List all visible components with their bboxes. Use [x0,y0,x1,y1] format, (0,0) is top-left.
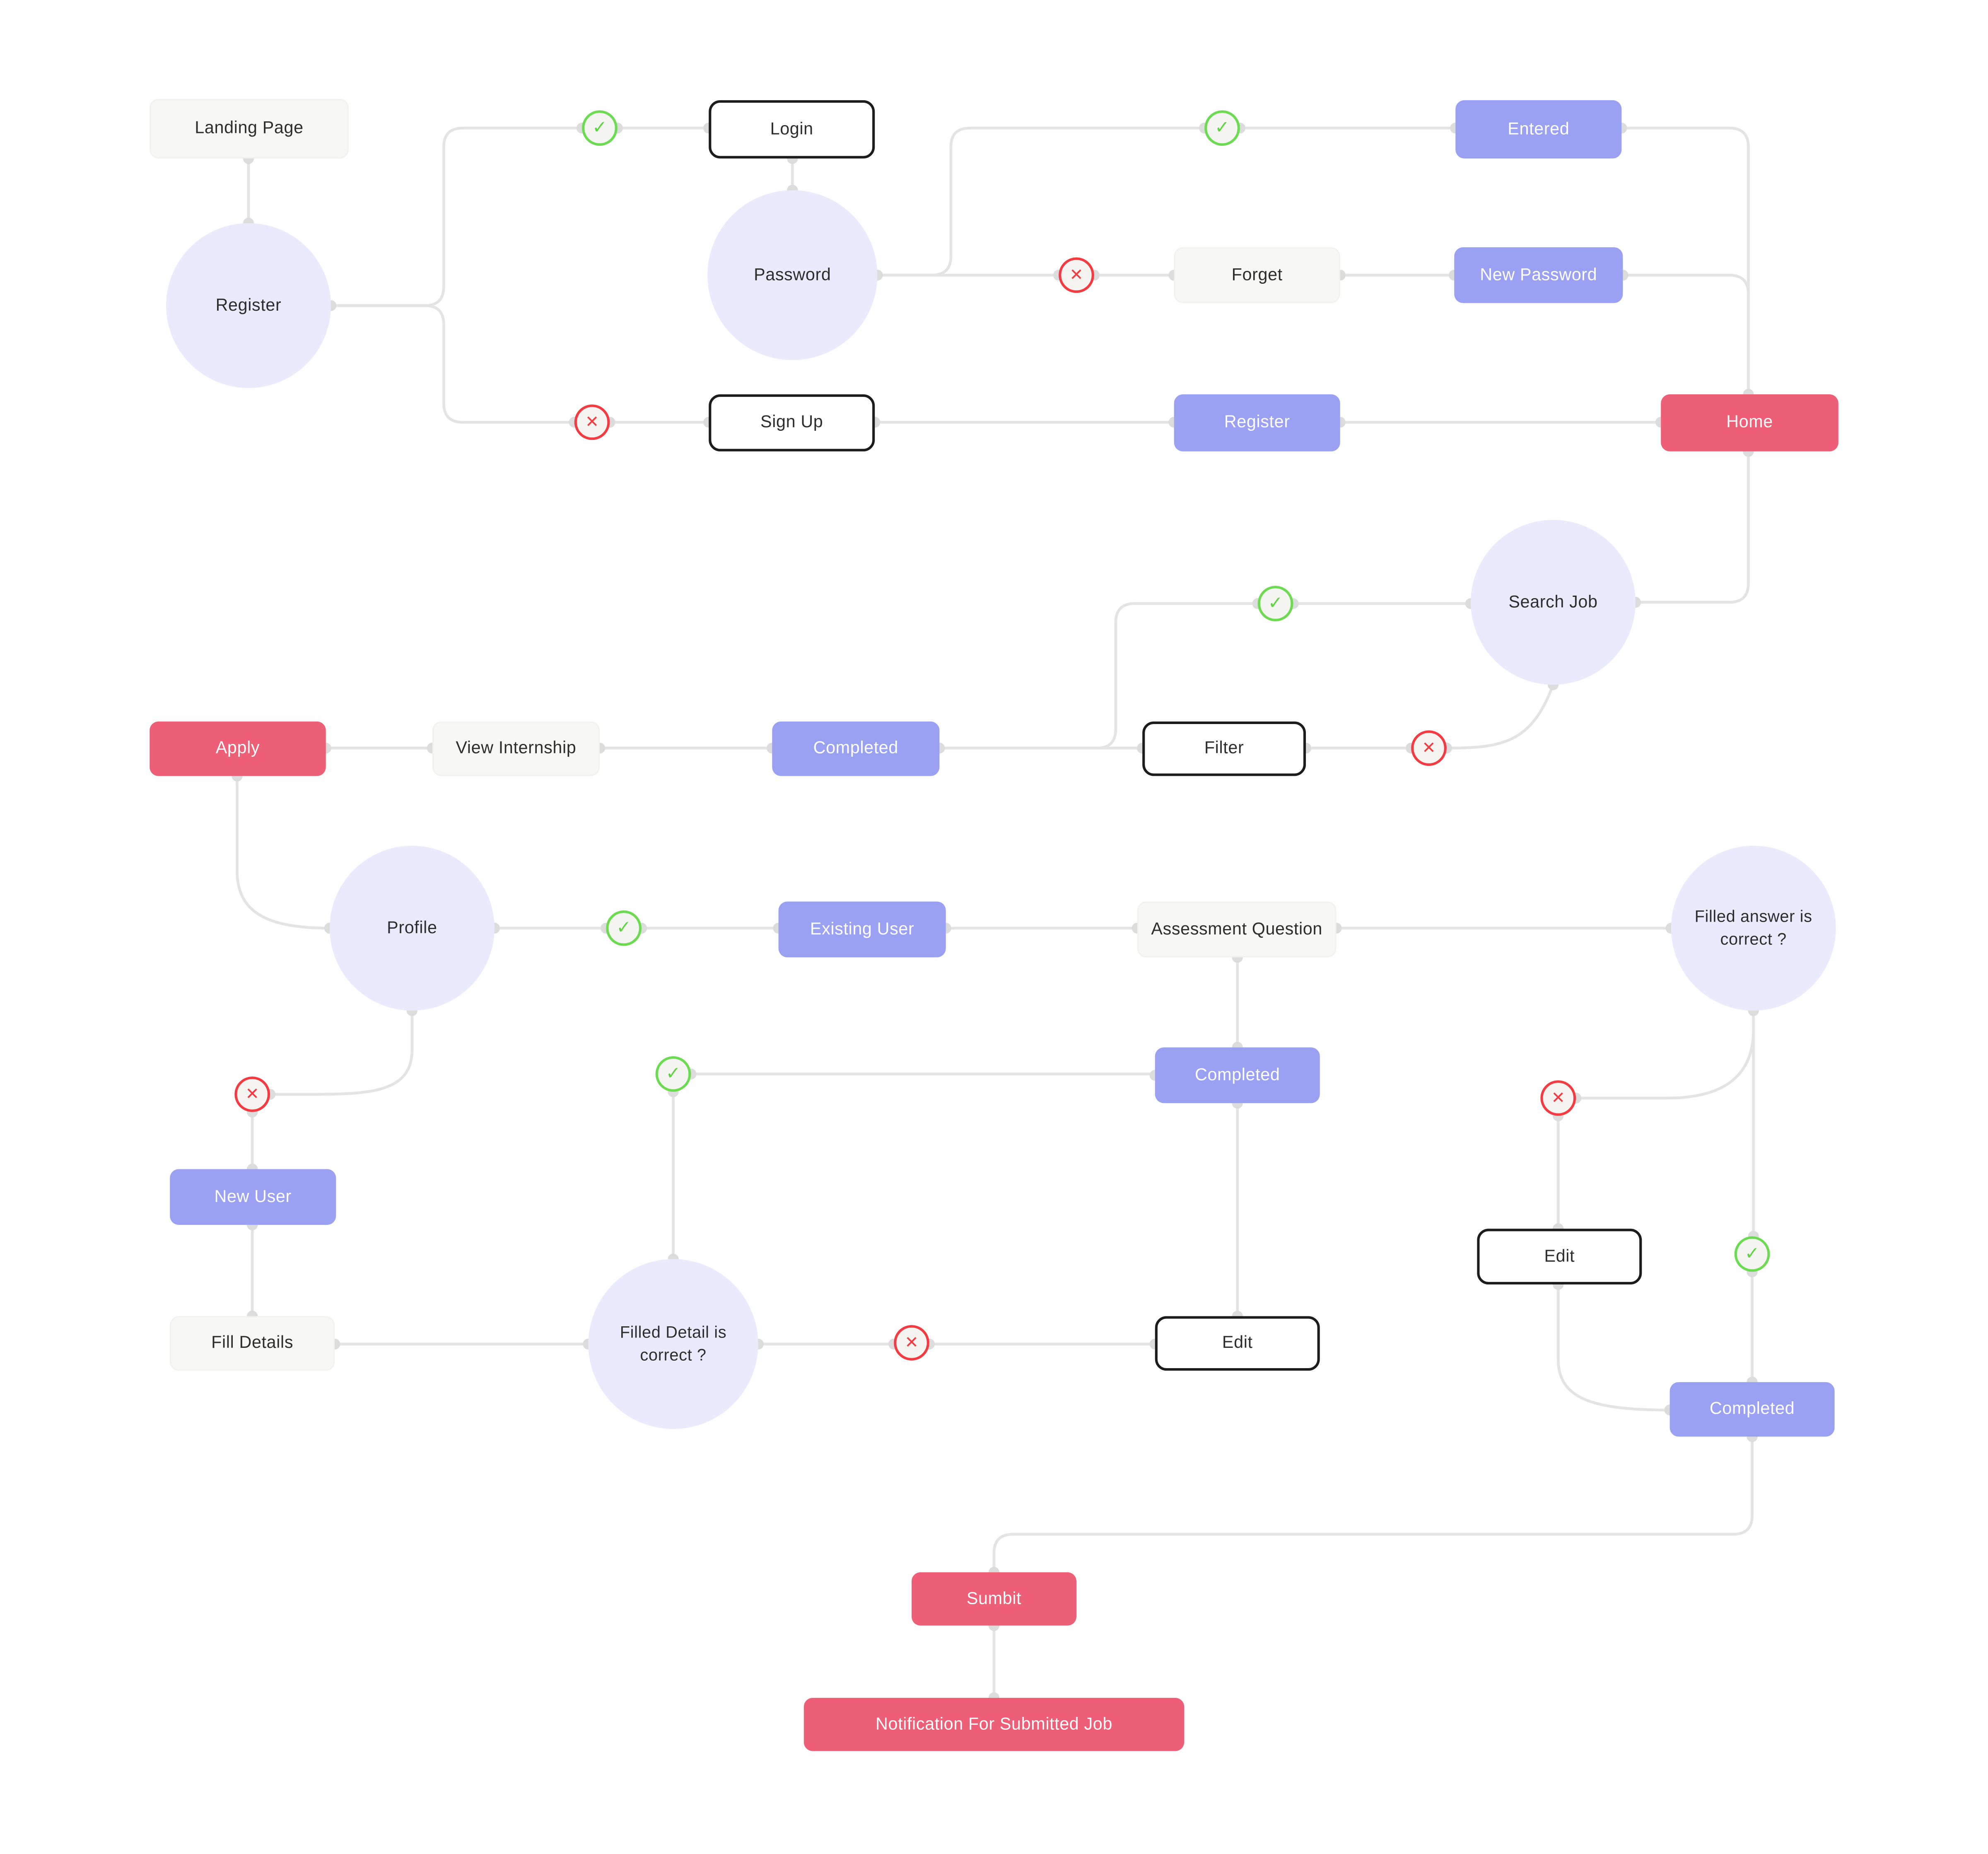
connector [268,1009,414,1096]
check-icon: ✓ [1734,1236,1770,1272]
check-glyph: ✓ [592,118,607,138]
node-label: New Password [1480,265,1597,284]
node-assessment-question: Assessment Question [1137,901,1337,958]
node-completed-answer: Completed [1670,1382,1835,1437]
cross-icon: ✕ [1411,730,1447,766]
node-label: Completed [1195,1065,1280,1084]
node-register-action: Register [1174,394,1340,451]
node-new-password: New Password [1454,247,1623,303]
connector [1634,450,1750,604]
node-label: Assessment Question [1151,919,1322,938]
node-view-internship: View Internship [432,721,600,776]
cross-glyph: ✕ [905,1333,919,1352]
cross-glyph: ✕ [585,413,599,432]
cross-glyph: ✕ [1422,739,1436,758]
node-label: Filled Detail is correct ? [620,1323,727,1364]
node-label: Register [215,295,282,314]
node-search-job-state: Search Job [1471,520,1636,685]
check-glyph: ✓ [666,1064,681,1084]
node-label: Login [770,119,813,138]
node-label: Search Job [1508,592,1598,611]
cross-icon: ✕ [234,1076,270,1112]
connector [236,775,331,930]
node-label: Apply [215,738,260,758]
node-edit-detail: Edit [1155,1316,1320,1371]
check-icon: ✓ [582,110,618,146]
node-label: Filter [1204,738,1244,758]
check-icon: ✓ [606,910,642,946]
node-submit: Sumbit [912,1572,1076,1626]
node-label: Completed [1709,1399,1795,1418]
check-glyph: ✓ [1215,118,1230,138]
node-password-state: Password [707,190,878,360]
node-label: Edit [1544,1246,1575,1265]
node-completed-internship: Completed [772,721,940,776]
node-label: Home [1726,413,1773,432]
connector [992,1435,1754,1574]
node-label: Notification For Submitted Job [876,1714,1112,1733]
connector [329,126,584,307]
node-profile-state: Profile [329,845,495,1011]
check-glyph: ✓ [616,918,632,939]
node-edit-answer: Edit [1477,1229,1642,1285]
cross-glyph: ✕ [1069,266,1083,285]
node-label: Sign Up [760,413,823,432]
connector [1556,1283,1671,1412]
node-landing-page: Landing Page [150,99,349,159]
cross-icon: ✕ [574,404,610,440]
node-label: Landing Page [195,118,304,138]
connector [1621,273,1750,396]
node-label: New User [214,1186,292,1206]
node-entered: Entered [1455,100,1622,159]
node-label: Fill Details [211,1333,294,1352]
check-icon: ✓ [1257,586,1293,621]
node-label: Completed [813,738,899,758]
check-glyph: ✓ [1268,593,1283,614]
node-label: Filled answer is correct ? [1694,907,1812,949]
node-notification: Notification For Submitted Job [803,1697,1185,1751]
node-label: Edit [1222,1333,1253,1352]
node-label: Sumbit [966,1588,1022,1608]
node-forget: Forget [1174,247,1340,303]
node-fill-details: Fill Details [170,1316,335,1371]
node-apply: Apply [150,721,326,776]
node-label: Register [1224,413,1290,432]
node-new-user: New User [170,1169,336,1225]
node-label: View Internship [456,738,577,758]
node-label: Entered [1508,119,1570,138]
node-sign-up: Sign Up [709,394,875,451]
cross-icon: ✕ [1059,257,1094,293]
node-completed-assessment: Completed [1155,1047,1320,1103]
check-icon: ✓ [655,1056,691,1092]
connector [1574,1028,1755,1100]
connector [329,304,576,424]
node-existing-user: Existing User [778,901,946,958]
node-label: Password [754,265,831,284]
node-register-state: Register [166,223,331,388]
node-label: Existing User [810,919,914,938]
node-filter: Filter [1142,721,1306,776]
node-filled-detail-state: Filled Detail is correct ? [588,1259,758,1429]
cross-icon: ✕ [1540,1080,1576,1116]
node-login: Login [709,100,875,159]
check-glyph: ✓ [1744,1244,1760,1265]
node-home: Home [1661,394,1838,451]
cross-glyph: ✕ [245,1084,259,1104]
cross-glyph: ✕ [1551,1089,1565,1108]
node-label: Profile [387,917,437,937]
node-filled-answer-state: Filled answer is correct ? [1671,845,1836,1011]
connector [1445,683,1555,750]
connector [876,126,1206,277]
connector [1620,126,1750,396]
check-icon: ✓ [1204,110,1240,146]
cross-icon: ✕ [894,1325,929,1361]
node-label: Forget [1231,265,1283,284]
